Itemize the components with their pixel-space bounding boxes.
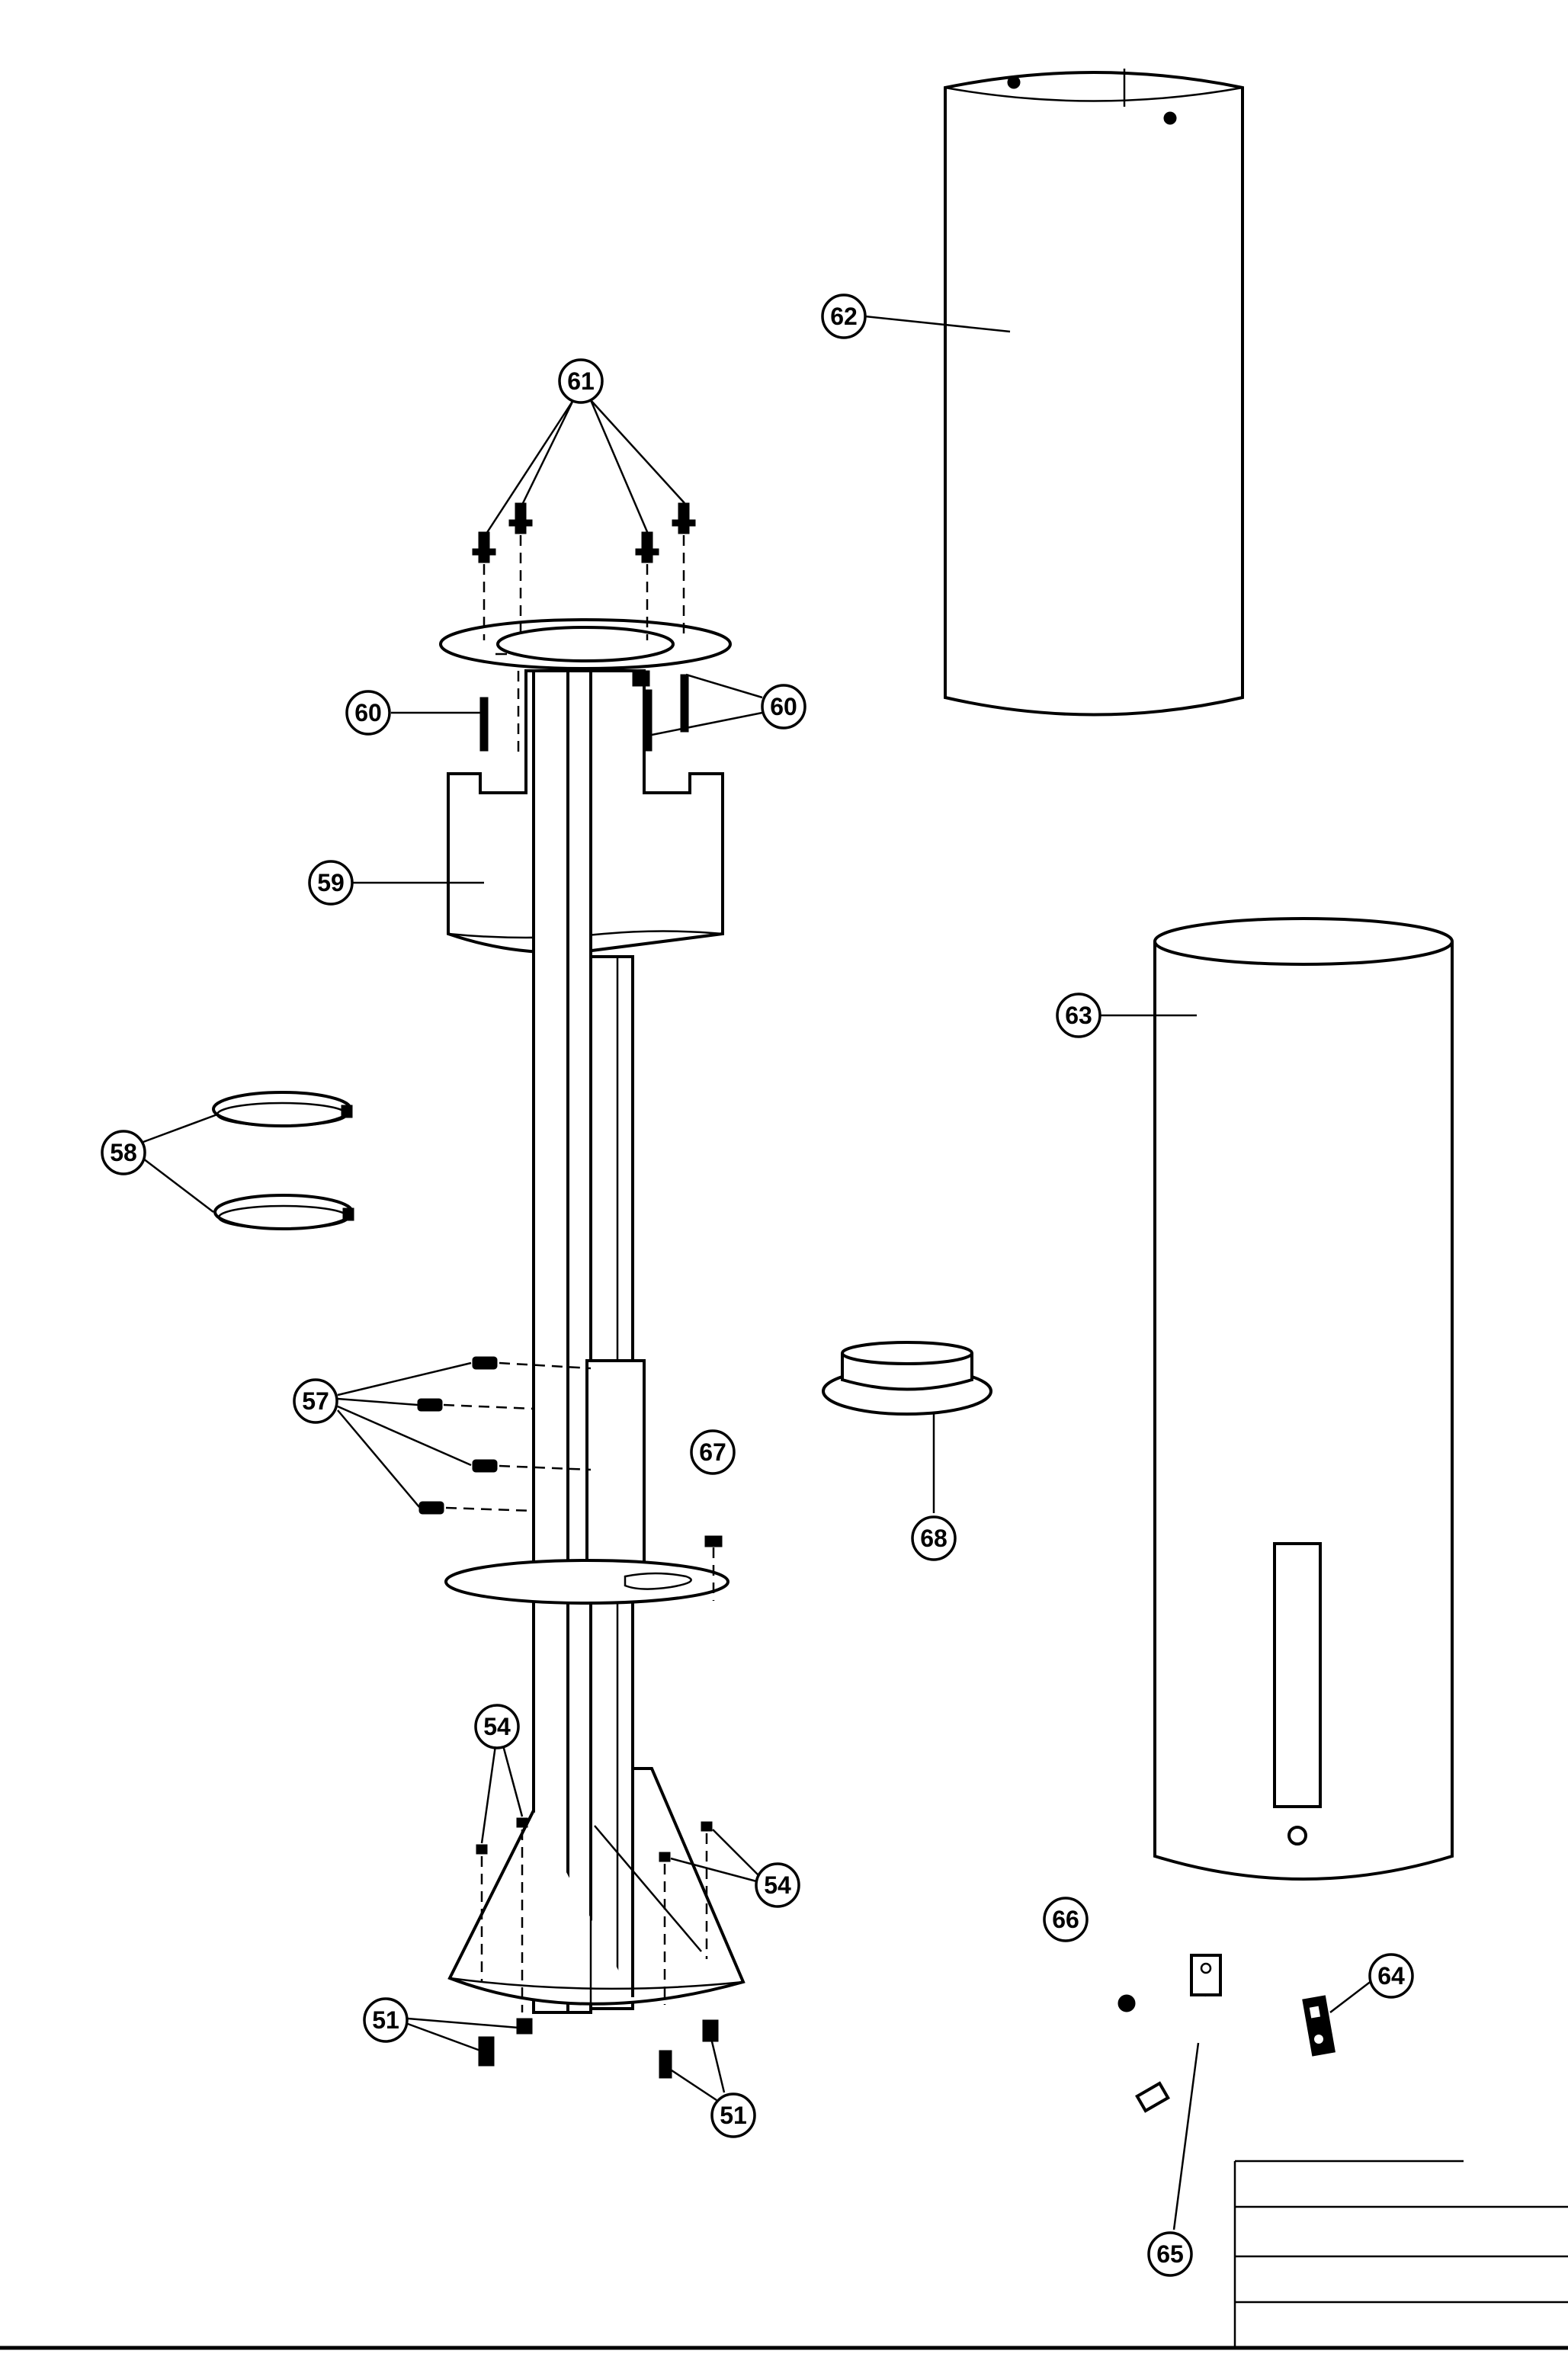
fastener-61-a — [472, 531, 496, 640]
svg-text:58: 58 — [110, 1139, 137, 1166]
fastener-61-b — [508, 502, 533, 640]
part-65-sensor — [1135, 1954, 1222, 2113]
svg-text:54: 54 — [483, 1713, 511, 1740]
fastener-61-c — [635, 531, 659, 640]
part-60-bolts — [479, 670, 689, 755]
svg-text:62: 62 — [830, 303, 858, 330]
callout-57: 57 — [293, 1378, 338, 1424]
callout-54-left: 54 — [474, 1704, 520, 1749]
callout-64: 64 — [1368, 1953, 1414, 1999]
svg-text:60: 60 — [770, 693, 797, 720]
callout-61: 61 — [558, 358, 604, 404]
callout-54-right: 54 — [755, 1862, 800, 1908]
svg-text:68: 68 — [920, 1525, 948, 1552]
callout-51-left: 51 — [363, 1997, 409, 2043]
callout-62: 62 — [821, 293, 867, 339]
callout-60-left: 60 — [345, 690, 391, 736]
part-64-switch — [1302, 1995, 1336, 2057]
callout-51-right: 51 — [710, 2092, 756, 2138]
svg-text:57: 57 — [302, 1387, 329, 1415]
callout-58: 58 — [101, 1130, 146, 1175]
svg-text:59: 59 — [317, 869, 345, 896]
svg-text:64: 64 — [1377, 1962, 1405, 1990]
svg-text:54: 54 — [764, 1871, 791, 1899]
title-block — [1233, 2160, 1568, 2348]
part-67-nut — [704, 1535, 723, 1601]
svg-text:67: 67 — [699, 1438, 726, 1466]
svg-text:66: 66 — [1052, 1906, 1079, 1933]
callout-59: 59 — [308, 860, 354, 906]
svg-text:51: 51 — [720, 2102, 747, 2129]
callout-65: 65 — [1147, 2231, 1193, 2277]
callout-67: 67 — [690, 1429, 736, 1475]
part-57-side-fasteners — [417, 1356, 592, 1515]
svg-text:61: 61 — [567, 367, 595, 395]
central-column — [439, 618, 746, 2014]
part-51-base-bolts — [478, 2018, 719, 2079]
part-62-upper-shell — [944, 69, 1244, 717]
part-54-bolts — [476, 1817, 713, 2012]
part-58-clamp-rings — [212, 1091, 354, 1230]
callout-68: 68 — [911, 1515, 957, 1561]
leader-lines — [143, 315, 1373, 2230]
part-63-lower-shell — [1153, 917, 1454, 1881]
part-66-ball — [1117, 1994, 1136, 2012]
callout-60-right: 60 — [761, 684, 806, 730]
callouts: 62 61 60 60 59 63 58 57 — [101, 293, 1414, 2277]
svg-text:63: 63 — [1065, 1002, 1092, 1029]
svg-text:51: 51 — [372, 2006, 399, 2034]
callout-66: 66 — [1043, 1897, 1089, 1942]
part-68-cap — [822, 1341, 992, 1416]
part-61-top-fasteners — [472, 502, 696, 640]
svg-text:60: 60 — [354, 699, 382, 726]
svg-text:65: 65 — [1156, 2240, 1184, 2268]
callout-63: 63 — [1056, 993, 1101, 1038]
fastener-61-d — [672, 502, 696, 640]
